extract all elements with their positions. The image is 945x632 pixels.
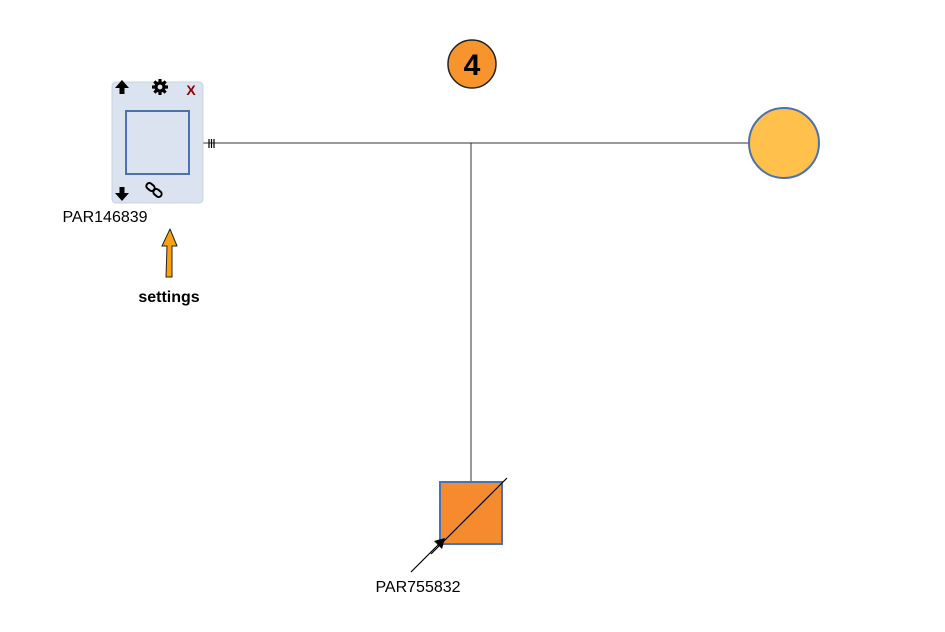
female-partner-node[interactable] (748, 107, 820, 179)
step-badge: 4 (447, 39, 497, 89)
gear-icon[interactable] (152, 79, 168, 95)
child-node-id-label: PAR755832 (375, 579, 460, 596)
selected-node-id-label: PAR146839 (62, 209, 147, 226)
settings-annotation-arrow (161, 228, 178, 278)
step-badge-circle (447, 39, 497, 89)
close-icon[interactable]: X (186, 82, 196, 98)
partnership-hash-marks (208, 139, 215, 148)
child-male-node[interactable] (439, 481, 503, 545)
move-up-icon[interactable] (115, 80, 129, 94)
selected-node-widget[interactable]: X (111, 79, 204, 204)
selected-male-node[interactable] (125, 110, 190, 175)
link-icon[interactable] (145, 182, 163, 198)
settings-annotation-label: settings (138, 289, 199, 306)
move-down-icon[interactable] (115, 187, 129, 201)
proband-arrow (410, 538, 445, 573)
child-node[interactable] (430, 477, 508, 555)
step-number: 4 (464, 49, 481, 82)
